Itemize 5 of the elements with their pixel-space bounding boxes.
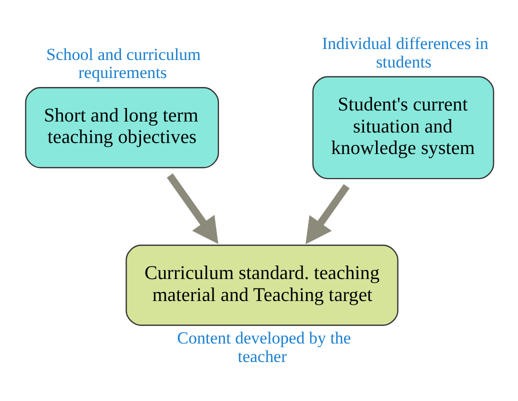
- arrow: [166, 172, 218, 244]
- node-label: Content developed by the teacher: [177, 328, 351, 366]
- arrow: [306, 184, 350, 244]
- node-label: School and curriculum requirements: [46, 44, 201, 82]
- node-label: Individual differences in students: [322, 34, 488, 71]
